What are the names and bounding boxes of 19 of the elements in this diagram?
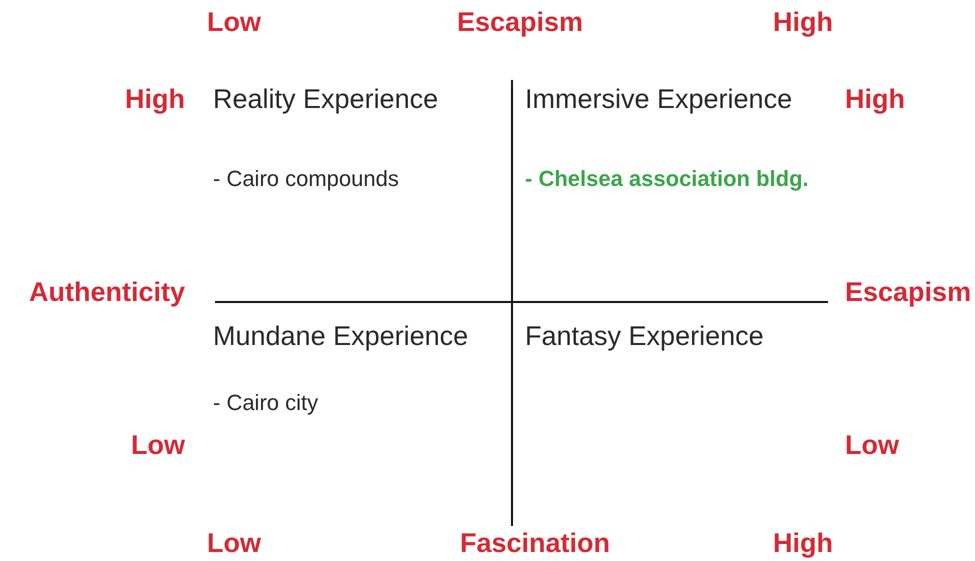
axis-label: Low (131, 431, 185, 461)
quadrant-title: Mundane Experience (213, 322, 468, 352)
example-item: - Chelsea association bldg. (525, 166, 809, 192)
example-item: - Cairo compounds (213, 166, 399, 192)
axis-label: Escapism (456, 8, 584, 38)
axis-label: High (773, 8, 833, 38)
axis-label: High (125, 85, 185, 115)
quadrant-title: Fantasy Experience (525, 322, 764, 352)
axis-label: Authenticity (28, 278, 185, 308)
axis-label: Fascination (460, 529, 610, 559)
axis-label: Low (207, 8, 261, 38)
quadrant-title: Immersive Experience (525, 85, 792, 115)
axis-label: Low (845, 431, 899, 461)
quadrant-title: Reality Experience (213, 85, 438, 115)
axis-label: High (773, 529, 833, 559)
example-item: - Cairo city (213, 390, 318, 416)
axis-label: Low (207, 529, 261, 559)
axis-label: High (845, 85, 905, 115)
axis-label: Escapism (845, 278, 972, 308)
